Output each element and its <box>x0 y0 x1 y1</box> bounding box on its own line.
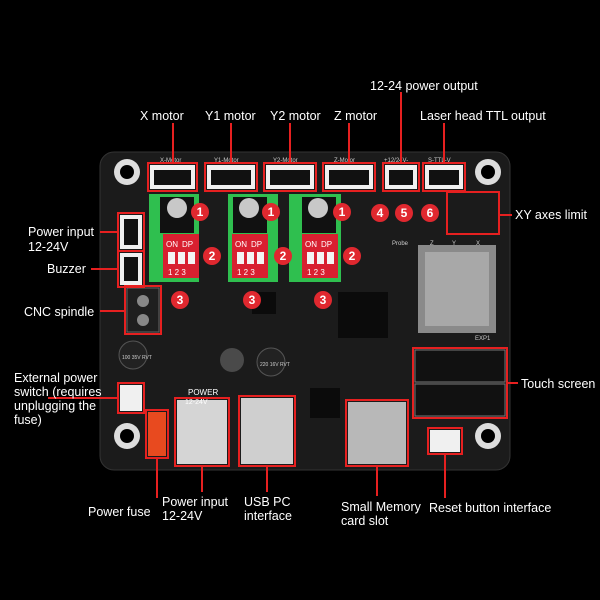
label-sd-slot-2: card slot <box>341 514 389 528</box>
label-cnc-spindle: CNC spindle <box>24 305 95 319</box>
dip-dp-3: DP <box>321 240 332 249</box>
label-xy-limit: XY axes limit <box>515 208 588 222</box>
number-badge: 3 <box>314 291 332 309</box>
label-buzzer: Buzzer <box>47 262 86 276</box>
label-sd-slot-1: Small Memory <box>341 500 421 514</box>
badge-text: 5 <box>401 206 408 220</box>
badge-text: 1 <box>197 205 204 219</box>
chips <box>252 245 496 418</box>
label-laser-ttl: Laser head TTL output <box>420 109 546 123</box>
label-y1-motor: Y1 motor <box>205 109 256 123</box>
number-badge: 2 <box>203 247 221 265</box>
badge-text: 1 <box>268 205 275 219</box>
badge-text: 3 <box>320 293 327 307</box>
dip-switches <box>163 234 338 278</box>
label-power-fuse: Power fuse <box>88 505 151 519</box>
number-badge: 1 <box>333 203 351 221</box>
number-badge: 2 <box>274 247 292 265</box>
badge-text: 1 <box>339 205 346 219</box>
number-badge: 3 <box>171 291 189 309</box>
label-x-motor: X motor <box>140 109 184 123</box>
hdr-y1-text: Y1-Motor <box>214 158 239 164</box>
badge-text: 2 <box>349 249 356 263</box>
capacitors <box>118 340 286 377</box>
label-ext-switch-1: External power <box>14 371 98 385</box>
exp1-text: EXP1 <box>475 336 491 342</box>
label-power-output: 12-24 power output <box>370 79 478 93</box>
dip-nums-1: 1 2 3 <box>168 268 186 277</box>
label-touch-screen: Touch screen <box>521 377 596 391</box>
label-ext-switch-2: switch (requires <box>14 385 102 399</box>
number-badge: 3 <box>243 291 261 309</box>
number-badge: 2 <box>343 247 361 265</box>
y-text: Y <box>452 241 456 247</box>
label-z-motor: Z motor <box>334 109 378 123</box>
label-usb-pc-2: interface <box>244 509 292 523</box>
badge-text: 3 <box>177 293 184 307</box>
power-silk-v-text: 12-24V <box>185 399 208 406</box>
cap2-text: 220 16V RVT <box>260 362 290 368</box>
label-reset-button: Reset button interface <box>429 501 552 515</box>
mounting-holes <box>114 159 501 449</box>
label-usb-pc-1: USB PC <box>244 495 291 509</box>
label-power-input-bottom-1: Power input <box>162 495 229 509</box>
pointer-lines <box>48 92 518 498</box>
number-badge: 1 <box>191 203 209 221</box>
cap1-text: 100 35V RVT <box>122 355 152 361</box>
x-text: X <box>476 241 480 247</box>
dip-on-1: ON <box>166 240 178 249</box>
label-ext-switch-4: fuse) <box>14 413 42 427</box>
hdr-pwr-text: +12/24V- <box>384 158 408 164</box>
number-badge: 1 <box>262 203 280 221</box>
label-ext-switch-3: unplugging the <box>14 399 97 413</box>
badge-text: 2 <box>209 249 216 263</box>
badge-text: 4 <box>377 206 384 220</box>
badge-text: 3 <box>249 293 256 307</box>
probe-text: Probe <box>392 241 409 247</box>
dip-on-3: ON <box>305 240 317 249</box>
badge-text: 2 <box>280 249 287 263</box>
label-power-input-side-2: 12-24V <box>28 240 69 254</box>
dip-nums-3: 1 2 3 <box>307 268 325 277</box>
hdr-x-text: X-Motor <box>160 158 181 164</box>
dip-on-2: ON <box>235 240 247 249</box>
label-power-input-side-1: Power input <box>28 225 95 239</box>
number-badge: 4 <box>371 204 389 222</box>
badge-text: 6 <box>427 206 434 220</box>
z-text: Z <box>430 241 434 247</box>
dip-nums-2: 1 2 3 <box>237 268 255 277</box>
power-silk-text: POWER <box>188 388 218 397</box>
hdr-z-text: Z-Motor <box>334 158 355 164</box>
hdr-ttl-text: S-TTL-V <box>428 158 451 164</box>
touch-connectors <box>414 349 506 417</box>
bottom-components <box>120 385 460 464</box>
label-y2-motor: Y2 motor <box>270 109 321 123</box>
dip-dp-2: DP <box>251 240 262 249</box>
number-badge: 6 <box>421 204 439 222</box>
dip-dp-1: DP <box>182 240 193 249</box>
hdr-y2-text: Y2-Motor <box>273 158 298 164</box>
number-badge: 5 <box>395 204 413 222</box>
label-power-input-bottom-2: 12-24V <box>162 509 203 523</box>
top-connectors <box>150 165 463 189</box>
